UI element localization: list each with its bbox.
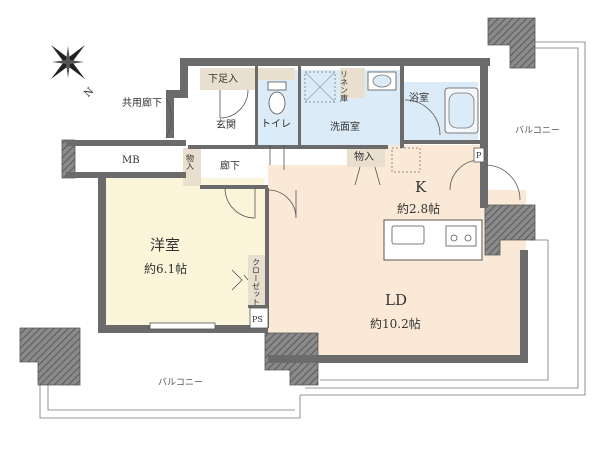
compass-label: N — [82, 86, 96, 100]
p-label: P — [476, 151, 482, 160]
corridor-label: 廊下 — [220, 159, 240, 172]
kitchen-counter — [383, 219, 483, 261]
column-bottom-left — [19, 327, 81, 386]
toilet-label: トイレ — [261, 119, 291, 130]
kitchen-storage-label: 物入 — [354, 150, 374, 163]
p-box — [473, 147, 485, 163]
mb-label: MB — [122, 155, 140, 166]
closet-label: クローゼット — [252, 258, 261, 306]
column-right-mid — [484, 204, 536, 256]
western-room-label: 洋室 — [150, 236, 180, 254]
bathtub — [444, 87, 479, 134]
hall-storage-floor — [183, 148, 201, 186]
ld-label: LD — [385, 291, 407, 309]
ps-box — [249, 307, 269, 329]
kitchen-size-label: 約2.8帖 — [397, 201, 440, 216]
western-room-floor — [105, 178, 265, 330]
kitchen-storage-floor — [347, 145, 385, 167]
shared-corridor-label: 共用廊下 — [122, 96, 162, 109]
linen-floor — [340, 68, 365, 98]
ps-label: PS — [252, 315, 263, 324]
shoe-storage-floor — [200, 68, 255, 90]
washroom-label: 洗面室 — [330, 120, 360, 133]
western-room-size-label: 約6.1帖 — [144, 261, 187, 276]
fridge-space — [391, 147, 421, 173]
kitchen-floor — [268, 145, 526, 270]
ld-size-label: 約10.2帖 — [370, 316, 421, 331]
toilet-fixture — [267, 81, 287, 115]
balcony-right-label: バルコニー — [515, 125, 560, 136]
toilet-shelf — [257, 68, 295, 80]
column-top-right — [487, 17, 536, 69]
closet-floor — [248, 255, 268, 305]
washing-machine-pan — [304, 71, 336, 103]
kitchen-label: K — [415, 178, 427, 196]
wash-basin — [367, 71, 397, 91]
balcony-right-outline — [300, 41, 586, 396]
shoe-storage-label: 下足入 — [208, 73, 238, 85]
bath-label: 浴室 — [409, 91, 429, 104]
entrance-label: 玄関 — [216, 118, 236, 131]
balcony-bottom-label: バルコニー — [158, 377, 203, 388]
linen-label: リネン庫 — [340, 70, 349, 103]
hall-storage-label: 物入 — [186, 153, 195, 170]
compass-icon — [51, 45, 85, 79]
